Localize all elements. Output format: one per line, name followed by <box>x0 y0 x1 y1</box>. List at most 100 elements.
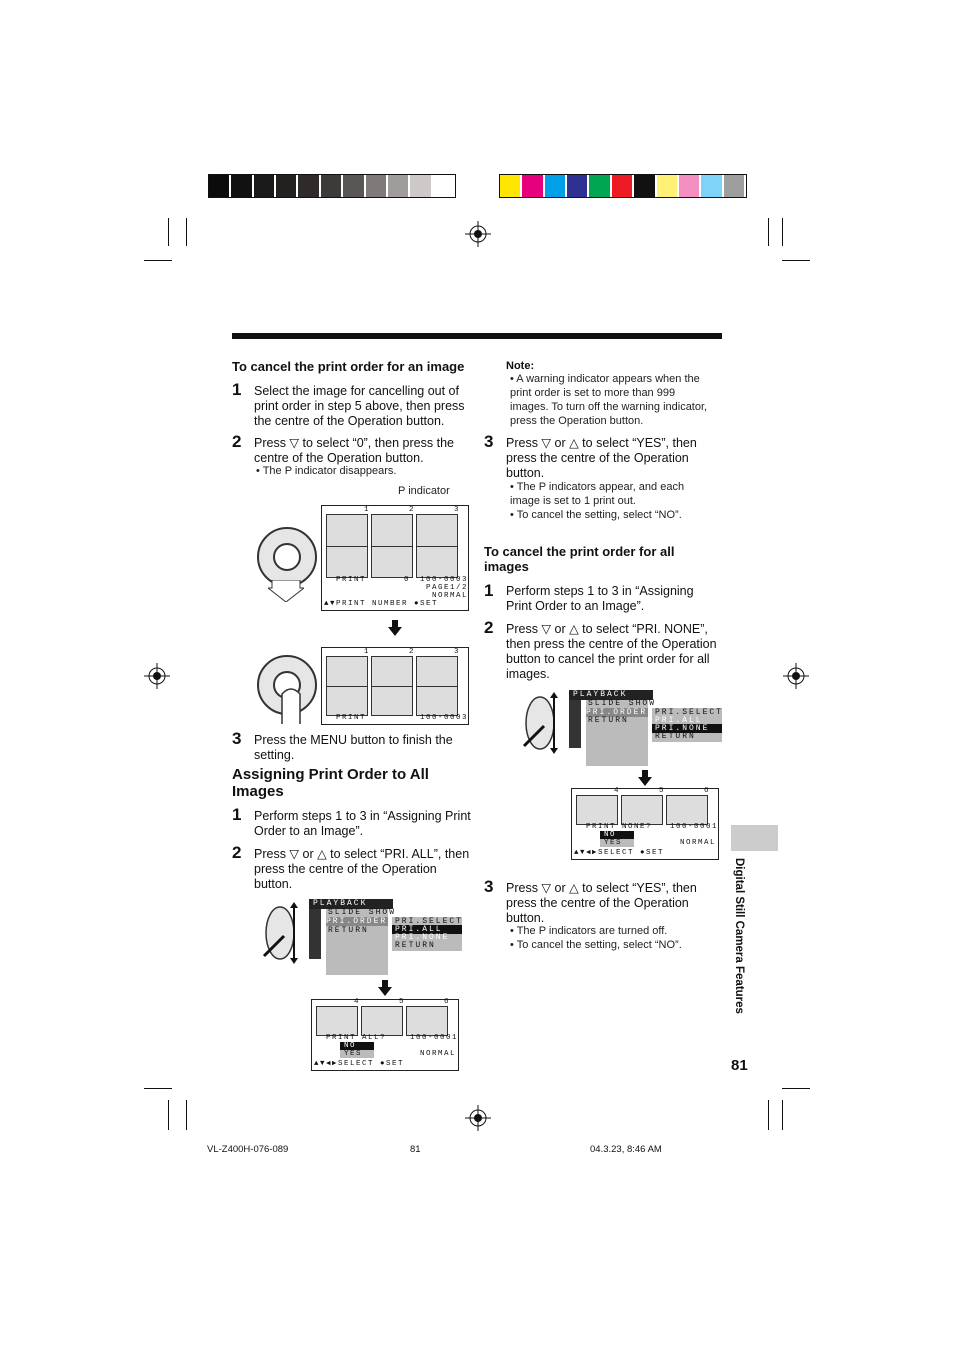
submenu-pri-none[interactable]: PRI.NONE <box>395 933 450 942</box>
thumbnail <box>576 795 618 825</box>
thumb-number: 5 <box>399 998 406 1006</box>
color-swatch <box>701 175 722 197</box>
thumbnail <box>621 795 663 825</box>
registration-mark <box>783 663 809 689</box>
header-rule <box>232 333 722 339</box>
color-swatch <box>589 175 610 197</box>
footer-center: 81 <box>410 1144 421 1155</box>
indicator-label: P indicator <box>398 485 450 497</box>
dial-center <box>273 543 301 571</box>
thumb-number: 6 <box>444 998 451 1006</box>
thumbnail <box>326 656 368 688</box>
file-number: 100-0001 <box>410 1034 459 1042</box>
push-arrow-icon <box>268 580 304 602</box>
file-number: 100-0003 <box>420 714 469 722</box>
menu-icon-column <box>309 909 321 959</box>
print-label: PRINT <box>336 714 367 722</box>
submenu-pri-none[interactable]: PRI.NONE <box>652 724 722 733</box>
step-number: 1 <box>484 581 494 600</box>
thumbnail <box>416 656 458 688</box>
thumbnail <box>326 686 368 716</box>
assign-heading: Assigning Print Order to All Images <box>232 766 429 800</box>
thumb-number: 5 <box>659 787 666 795</box>
lcd-screen-print-none: 4 5 6 PRINT NONE? 100-0001 NO YES NORMAL… <box>571 787 719 860</box>
side-tab <box>731 825 778 851</box>
thumbnail <box>326 546 368 578</box>
option-yes[interactable]: YES <box>600 839 634 847</box>
down-arrow-icon <box>378 980 392 996</box>
option-yes[interactable]: YES <box>340 1050 374 1058</box>
thumb-number: 4 <box>354 998 361 1006</box>
thumbnail <box>666 795 708 825</box>
thumbnail <box>371 686 413 716</box>
step-number: 3 <box>232 729 242 748</box>
gray-scale-bar <box>208 174 456 198</box>
menu-item-slide-show[interactable]: SLIDE SHOW <box>328 908 397 917</box>
step-text: Perform steps 1 to 3 in “Assigning Print… <box>506 584 694 613</box>
step-text: Perform steps 1 to 3 in “Assigning Print… <box>254 809 471 838</box>
page-number: 81 <box>731 1057 748 1074</box>
step-number: 1 <box>232 805 242 824</box>
color-swatch <box>253 175 275 197</box>
color-swatch <box>723 175 744 197</box>
crop-mark <box>782 218 783 246</box>
option-no[interactable]: NO <box>340 1042 374 1050</box>
menu-title: PLAYBACK SET <box>569 690 653 709</box>
submenu-pri-select[interactable]: PRI.SELECT <box>395 917 464 926</box>
step-number: 3 <box>484 432 494 451</box>
submenu-pri-all[interactable]: PRI.ALL <box>655 716 703 725</box>
color-swatch <box>231 175 252 197</box>
crop-mark <box>186 218 187 246</box>
color-swatch <box>634 175 655 197</box>
thumb-number: 3 <box>454 506 461 514</box>
lcd-screen-print: 1 2 3 PRINT 0 100-0003 PAGE1/2 NORMAL ▲▼… <box>321 505 469 611</box>
menu-item-slide-show[interactable]: SLIDE SHOW <box>588 699 657 708</box>
side-tab-label: Digital Still Camera Features <box>733 858 745 1014</box>
color-swatch <box>209 175 230 197</box>
color-swatch <box>567 175 588 197</box>
option-no[interactable]: NO <box>600 831 634 839</box>
crop-mark <box>782 260 810 261</box>
color-swatch <box>387 175 409 197</box>
color-swatch <box>343 175 364 197</box>
bullet-text: • The P indicators are turned off. <box>510 925 668 937</box>
step-text: Press the MENU button to finish the sett… <box>254 733 453 762</box>
bullet-text: • To cancel the setting, select “NO”. <box>510 939 682 951</box>
menu-item-return[interactable]: RETURN <box>328 926 369 935</box>
file-number: 100-0003 <box>420 576 469 584</box>
submenu-pri-all[interactable]: PRI.ALL <box>392 925 462 934</box>
footer-left: VL-Z400H-076-089 <box>207 1144 289 1155</box>
registration-mark <box>465 1105 491 1131</box>
page-indicator: PAGE1/2 <box>426 584 469 592</box>
crop-mark <box>168 1100 169 1130</box>
thumbnail <box>371 546 413 578</box>
submenu-return[interactable]: RETURN <box>395 941 436 950</box>
menu-item-pri-order[interactable]: PRI.ORDER <box>586 708 648 717</box>
down-arrow-icon <box>638 770 652 786</box>
crop-mark <box>144 1088 172 1089</box>
crop-mark <box>186 1100 187 1130</box>
menu-item-return[interactable]: RETURN <box>588 716 629 725</box>
thumb-number: 1 <box>364 648 371 656</box>
submenu-panel <box>392 917 462 951</box>
step-number: 1 <box>232 380 242 399</box>
color-swatch <box>522 175 543 197</box>
step-text: Press ▽ or △ to select “PRI. NONE”, then… <box>506 622 717 681</box>
color-swatch <box>298 175 319 197</box>
operation-dial-icon <box>262 902 298 964</box>
lcd-screen-print-cleared: 1 2 3 PRINT 100-0003 <box>321 647 469 725</box>
operation-dial <box>257 527 317 587</box>
thumbnail <box>406 1006 448 1036</box>
footer-right: 04.3.23, 8:46 AM <box>590 1144 662 1155</box>
down-arrow-icon <box>388 620 402 636</box>
thumb-number: 2 <box>409 506 416 514</box>
menu-item-pri-order[interactable]: PRI.ORDER <box>326 917 388 926</box>
thumbnail <box>416 686 458 716</box>
color-swatch <box>611 175 633 197</box>
step-number: 2 <box>232 432 242 451</box>
menu-title: PLAYBACK SET <box>309 899 393 918</box>
file-number: 100-0001 <box>670 823 719 831</box>
submenu-return[interactable]: RETURN <box>655 732 696 741</box>
submenu-pri-select[interactable]: PRI.SELECT <box>655 708 724 717</box>
color-swatch <box>365 175 386 197</box>
